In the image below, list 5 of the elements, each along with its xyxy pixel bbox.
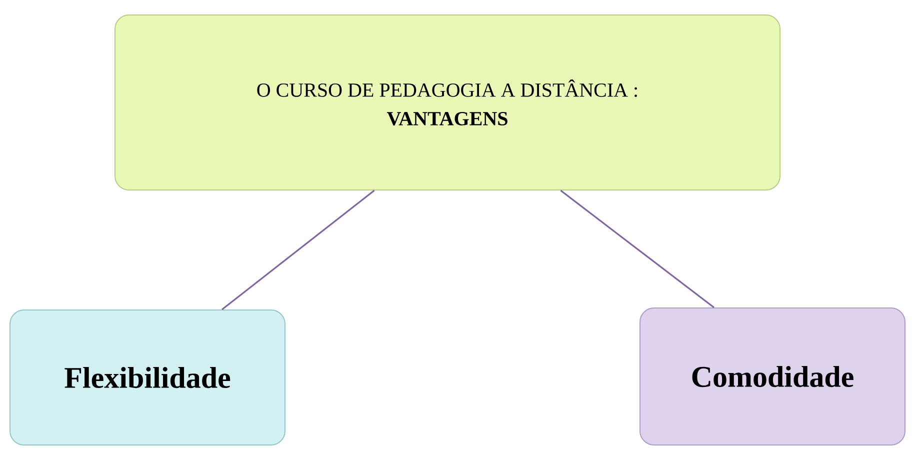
connector-line — [560, 190, 714, 308]
connector-line — [222, 190, 375, 310]
topic-box: Comodidade — [640, 308, 906, 446]
topic-box: Flexibilidade — [10, 310, 286, 446]
title-box: O CURSO DE PEDAGOGIA A DISTÂNCIA : VANTAGENS — [114, 14, 781, 190]
